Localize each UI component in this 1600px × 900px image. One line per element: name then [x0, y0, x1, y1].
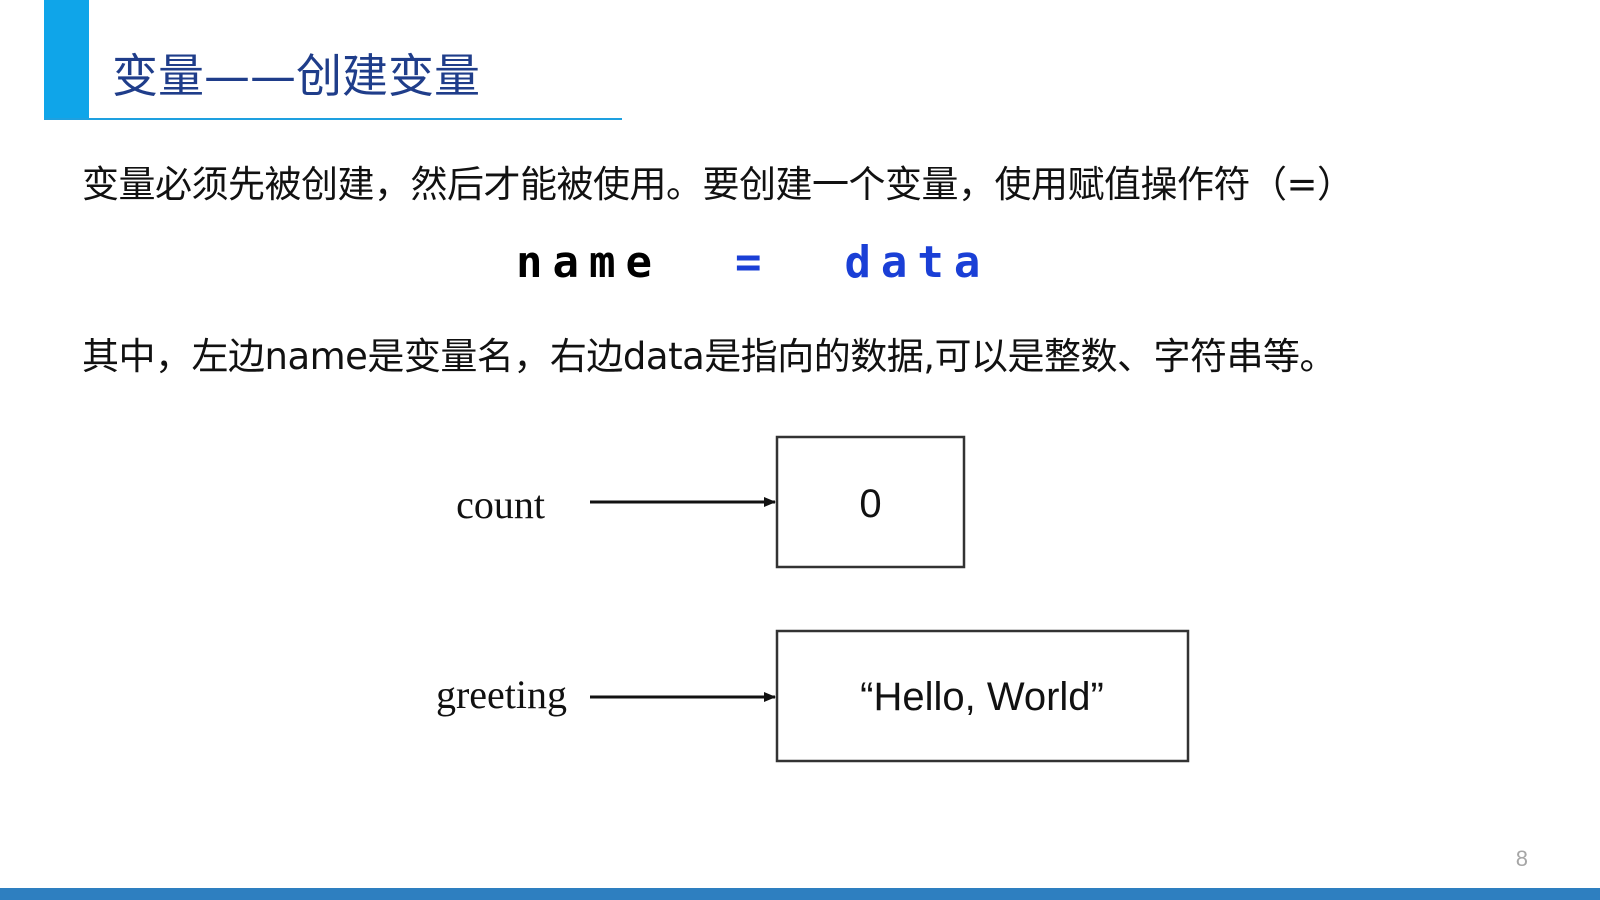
intro-paragraph: 变量必须先被创建，然后才能被使用。要创建一个变量，使用赋值操作符（=） — [82, 163, 1354, 206]
title-underline — [44, 118, 622, 120]
slide-title: 变量——创建变量 — [112, 49, 480, 103]
value-text-greeting: “Hello, World” — [860, 675, 1104, 719]
value-box-greeting — [775, 629, 1190, 763]
page-number: 8 — [1515, 846, 1528, 871]
value-text-count: 0 — [859, 482, 881, 526]
assignment-syntax: name = data — [516, 237, 990, 288]
variable-label-count: count — [456, 482, 545, 527]
variable-label-greeting: greeting — [436, 672, 567, 717]
code-data: data — [844, 237, 991, 288]
value-box-count — [775, 435, 966, 569]
title-accent-bar — [44, 0, 89, 120]
bottom-bar — [0, 888, 1600, 900]
code-equals-sign: = — [734, 237, 772, 288]
explanation-paragraph: 其中，左边name是变量名，右边data是指向的数据,可以是整数、字符串等。 — [82, 335, 1337, 378]
code-variable-name: name — [516, 237, 662, 288]
